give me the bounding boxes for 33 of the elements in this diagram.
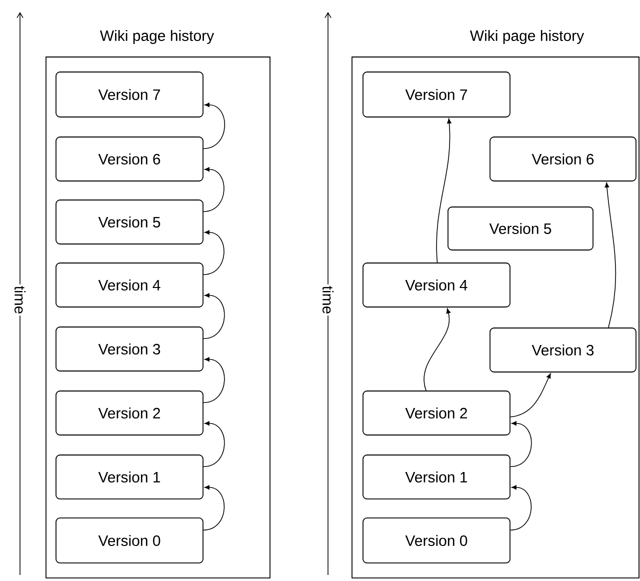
- version-box: Version 7: [56, 72, 204, 118]
- version-box: Version 6: [490, 136, 636, 182]
- version-box: Version 0: [362, 518, 510, 564]
- version-box: Version 5: [448, 206, 594, 250]
- axis-label: time: [321, 284, 335, 316]
- version-box: Version 2: [56, 390, 204, 436]
- arrow: [604, 182, 616, 328]
- arrow: [510, 373, 551, 418]
- version-box: Version 5: [56, 200, 204, 244]
- version-box: Version 1: [362, 454, 510, 500]
- version-box: Version 0: [56, 518, 204, 564]
- version-box: Version 3: [56, 326, 204, 372]
- version-box: Version 2: [362, 390, 510, 436]
- node-label: Wiki page history: [470, 30, 584, 44]
- arrow: [424, 308, 451, 391]
- arrow: [436, 118, 452, 263]
- arrow: [203, 485, 225, 530]
- node-label: Wiki page history: [100, 30, 214, 44]
- version-box: Version 7: [362, 72, 510, 118]
- version-box: Version 4: [362, 262, 510, 308]
- version-box: Version 4: [56, 262, 204, 308]
- arrow: [510, 485, 532, 530]
- arrow: [203, 293, 225, 339]
- arrow: [203, 167, 224, 212]
- arrow: [203, 230, 224, 275]
- version-box: Version 1: [56, 454, 204, 500]
- arrow: [510, 421, 532, 467]
- arrow: [203, 357, 225, 403]
- version-box: Version 6: [56, 136, 204, 182]
- arrow: [203, 102, 226, 149]
- version-box: Version 3: [490, 328, 636, 372]
- axis-label: time: [13, 284, 28, 316]
- arrow: [203, 421, 225, 467]
